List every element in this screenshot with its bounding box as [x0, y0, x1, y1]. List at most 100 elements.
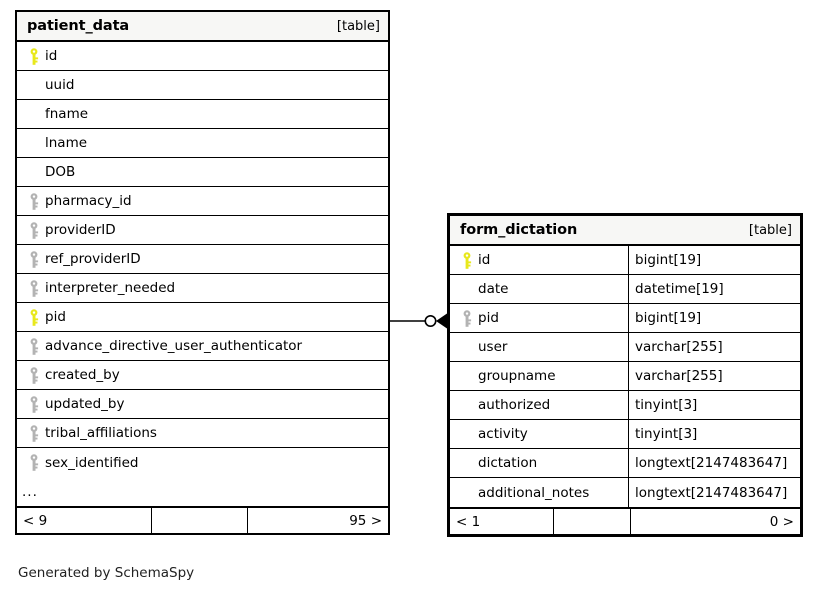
column-row[interactable]: uuid: [17, 71, 388, 100]
column-name-label: lname: [45, 135, 88, 151]
column-name-label: created_by: [45, 367, 120, 383]
footer-middle-cell: [553, 509, 630, 534]
no-key-spacer: [458, 449, 478, 477]
column-name-label: pid: [45, 309, 66, 325]
column-name-cell: uuid: [17, 71, 388, 99]
column-name-cell: additional_notes: [450, 478, 628, 507]
table-header-form-dictation: form_dictation [table]: [450, 216, 800, 246]
footer-parents-count: < 9: [23, 512, 48, 529]
column-name-label: uuid: [45, 77, 75, 93]
column-name-cell: tribal_affiliations: [17, 419, 388, 447]
table-kind-label: [table]: [748, 222, 792, 238]
column-name-label: fname: [45, 106, 89, 122]
column-name-cell: advance_directive_user_authenticator: [17, 332, 388, 360]
column-name-label: advance_directive_user_authenticator: [45, 338, 303, 354]
column-type-cell: varchar[255]: [628, 362, 800, 390]
column-name-cell: providerID: [17, 216, 388, 244]
footer-parents-count: < 1: [456, 513, 481, 530]
column-name-cell: pid: [450, 304, 628, 332]
no-key-spacer: [458, 362, 478, 390]
column-name-cell: groupname: [450, 362, 628, 390]
no-key-spacer: [25, 129, 45, 157]
column-name-label: authorized: [478, 397, 551, 413]
column-type-cell: datetime[19]: [628, 275, 800, 303]
indexed-key-icon: [458, 304, 478, 332]
column-row[interactable]: DOB: [17, 158, 388, 187]
footer-children-count: 95 >: [247, 508, 388, 533]
column-name-cell: ref_providerID: [17, 245, 388, 273]
column-name-cell: id: [17, 42, 388, 70]
column-row[interactable]: created_by: [17, 361, 388, 390]
column-row[interactable]: additional_notes longtext[2147483647]: [450, 478, 800, 507]
no-key-spacer: [25, 71, 45, 99]
primary-key-icon: [25, 303, 45, 331]
column-name-cell: pharmacy_id: [17, 187, 388, 215]
crows-foot-arrow-icon: [436, 313, 447, 329]
more-columns-row: ...: [17, 477, 388, 506]
column-name-label: tribal_affiliations: [45, 425, 157, 441]
column-name-cell: date: [450, 275, 628, 303]
column-row[interactable]: providerID: [17, 216, 388, 245]
indexed-key-icon: [25, 419, 45, 447]
column-row[interactable]: pid: [17, 303, 388, 332]
column-name-cell: lname: [17, 129, 388, 157]
indexed-key-icon: [25, 245, 45, 273]
column-row[interactable]: lname: [17, 129, 388, 158]
column-name-cell: DOB: [17, 158, 388, 186]
column-row[interactable]: advance_directive_user_authenticator: [17, 332, 388, 361]
table-footer-form-dictation: < 1 0 >: [450, 507, 800, 534]
no-key-spacer: [458, 275, 478, 303]
column-name-label: dictation: [478, 455, 538, 471]
no-key-spacer: [458, 333, 478, 361]
column-name-label: updated_by: [45, 396, 125, 412]
indexed-key-icon: [25, 361, 45, 389]
no-key-spacer: [458, 420, 478, 448]
no-key-spacer: [25, 100, 45, 128]
table-title: form_dictation: [460, 222, 578, 238]
column-row[interactable]: interpreter_needed: [17, 274, 388, 303]
column-type-cell: bigint[19]: [628, 246, 800, 274]
column-row[interactable]: id: [17, 42, 388, 71]
column-name-label: additional_notes: [478, 484, 590, 501]
column-row[interactable]: ref_providerID: [17, 245, 388, 274]
zero-or-more-circle-icon: [424, 315, 437, 327]
column-name-label: id: [45, 48, 58, 64]
column-name-label: sex_identified: [45, 454, 139, 471]
column-name-label: providerID: [45, 222, 116, 238]
column-type-cell: longtext[2147483647]: [628, 478, 800, 507]
column-name-cell: activity: [450, 420, 628, 448]
indexed-key-icon: [25, 390, 45, 418]
column-name-label: pid: [478, 310, 499, 326]
more-columns-label: ...: [22, 483, 38, 500]
column-name-label: groupname: [478, 368, 556, 384]
footer-children-count: 0 >: [630, 509, 800, 534]
column-row[interactable]: fname: [17, 100, 388, 129]
column-name-cell: authorized: [450, 391, 628, 419]
column-name-cell: created_by: [17, 361, 388, 389]
column-name-label: pharmacy_id: [45, 193, 132, 209]
table-kind-label: [table]: [336, 18, 380, 34]
column-type-cell: varchar[255]: [628, 333, 800, 361]
column-type-cell: tinyint[3]: [628, 420, 800, 448]
table-footer-patient-data: < 9 95 >: [17, 506, 388, 533]
column-row[interactable]: groupname varchar[255]: [450, 362, 800, 391]
column-row[interactable]: updated_by: [17, 390, 388, 419]
column-name-cell: sex_identified: [17, 448, 388, 477]
column-row[interactable]: sex_identified: [17, 448, 388, 477]
column-name-label: user: [478, 339, 508, 355]
no-key-spacer: [458, 478, 478, 507]
column-row[interactable]: pharmacy_id: [17, 187, 388, 216]
column-row[interactable]: user varchar[255]: [450, 333, 800, 362]
column-row[interactable]: tribal_affiliations: [17, 419, 388, 448]
no-key-spacer: [25, 158, 45, 186]
